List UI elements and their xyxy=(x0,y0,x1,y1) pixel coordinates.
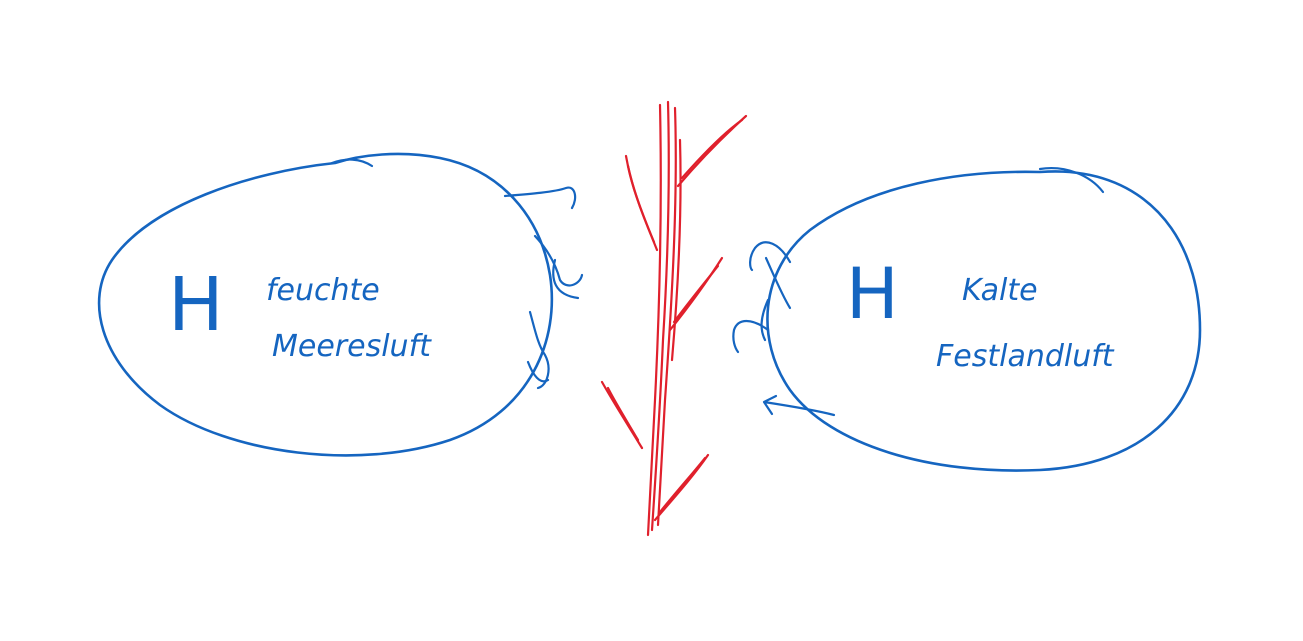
left-air-mass: H feuchte Meeresluft xyxy=(97,152,584,457)
left-outline-overlap-stroke xyxy=(330,158,374,168)
front-branch-mid-right xyxy=(668,256,724,332)
left-high-pressure-symbol: H xyxy=(168,262,224,348)
wind-hook-6 xyxy=(749,241,792,272)
front-line xyxy=(600,100,748,537)
front-branch-upper-left-2 xyxy=(626,164,656,244)
front-trunk-3 xyxy=(656,106,677,527)
front-branch-upper-right xyxy=(676,114,748,188)
wind-hook-9 xyxy=(732,319,770,354)
right-air-mass-label-line2: Festlandluft xyxy=(936,339,1115,374)
front-branch-lower-left xyxy=(600,380,644,450)
right-air-mass: H Kalte Festlandluft xyxy=(732,167,1202,472)
front-trunk-2 xyxy=(650,100,670,532)
wind-hook-3 xyxy=(552,258,580,300)
right-air-mass-outline xyxy=(766,170,1202,472)
front-branch-upper-right-2 xyxy=(680,118,744,180)
front-branch-lower-right-2 xyxy=(658,456,707,514)
wind-hook-2 xyxy=(533,234,584,287)
left-air-mass-label-line1: feuchte xyxy=(266,273,380,308)
left-air-mass-label-line2: Meeresluft xyxy=(272,329,432,364)
wind-hook-7 xyxy=(764,256,792,310)
wind-arrow xyxy=(762,394,836,417)
front-trunk-1 xyxy=(646,103,662,537)
right-outline-overlap-stroke xyxy=(1038,167,1105,194)
wind-hook-4 xyxy=(528,310,550,390)
right-air-mass-label-line1: Kalte xyxy=(962,273,1038,308)
left-air-mass-outline xyxy=(97,152,554,457)
wind-hook-5 xyxy=(526,360,550,383)
front-branch-lower-left-2 xyxy=(606,386,640,442)
front-branch-mid-right-2 xyxy=(672,264,720,324)
wind-hook-8 xyxy=(760,298,770,342)
front-trunk-4 xyxy=(670,138,682,362)
wind-hook-1 xyxy=(503,186,577,210)
right-high-pressure-symbol: H xyxy=(846,253,899,335)
